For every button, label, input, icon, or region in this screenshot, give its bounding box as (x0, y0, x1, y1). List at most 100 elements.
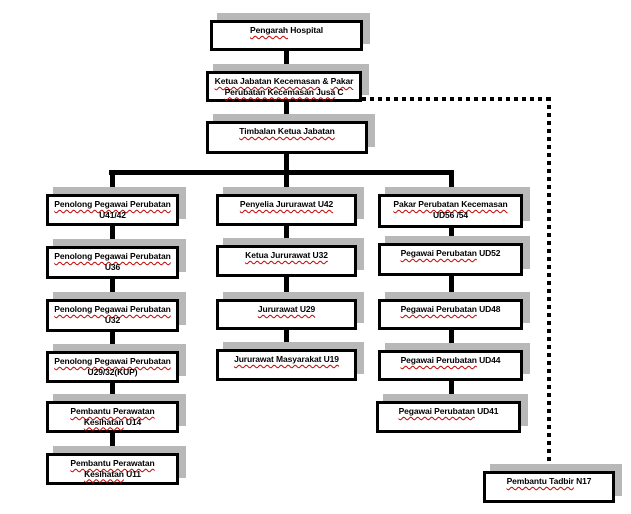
org-dotted-connector-line (547, 97, 551, 471)
org-node-pembantu-tadbir-n17: Pembantu Tadbir N17 (483, 471, 615, 503)
org-node-label-segment: Ketua Jururawat U32 (245, 250, 328, 260)
org-node-label-segment: Pengarah (250, 25, 288, 35)
org-node-label-segment: Jururawat U29 (257, 304, 316, 314)
org-node-pengarah-hospital: Pengarah Hospital (210, 20, 363, 51)
org-node-label-segment: Pembantu Perawatan (70, 406, 155, 416)
org-node-label-segment: Pembantu Tadbir (506, 476, 574, 486)
org-node-label-segment: U29/32(KUP) (87, 366, 138, 377)
org-connector-line (109, 432, 115, 454)
org-node-label-segment: Perubatan Kecemasan Jusa (224, 86, 336, 97)
org-node-label-line: Pegawai Perubatan UD48 (381, 304, 520, 315)
org-node-label-line: Kesihatan U11 (49, 469, 176, 480)
org-node-label-segment: Pegawai Perubatan (398, 406, 475, 416)
org-node-label-line: Penolong Pegawai Perubatan (49, 304, 176, 315)
org-connector-line (448, 380, 454, 402)
org-connector-line (283, 101, 289, 122)
org-connector-line (283, 51, 289, 72)
org-connector-line (109, 225, 115, 247)
org-node-label-segment: Penolong Pegawai Perubatan (54, 356, 171, 366)
org-node-label-line: Penyelia Jururawat U42 (219, 199, 354, 210)
org-connector-line (109, 170, 115, 195)
org-node-ketua-jururawat-u32: Ketua Jururawat U32 (216, 245, 357, 277)
org-connector-line (283, 153, 289, 171)
org-node-label-segment: Penolong Pegawai Perubatan (54, 251, 171, 261)
org-node-label-line: Pakar Perubatan Kecemasan (381, 199, 520, 210)
org-node-label-segment: Kesihatan (84, 468, 124, 479)
org-node-label-line: Ketua Jururawat U32 (219, 250, 354, 261)
org-connector-line (448, 330, 454, 351)
org-node-label-segment: Hospital (287, 25, 323, 35)
org-node-label-segment: N17 (573, 476, 592, 486)
org-node-label-segment: UD41 (474, 406, 499, 416)
org-connector-line (109, 382, 115, 402)
org-node-label-segment: U41/42 (99, 209, 126, 220)
org-node-label-line: Pembantu Tadbir N17 (486, 476, 612, 487)
org-node-label-line: U32 (49, 315, 176, 326)
org-node-label-segment: Pakar (330, 76, 354, 86)
org-connector-line (283, 225, 289, 246)
org-node-label-segment: C (335, 86, 344, 97)
org-node-label-segment: Pakar Perubatan Kecemasan (393, 199, 508, 209)
org-node-label-segment: U11 (123, 468, 141, 479)
org-node-label-segment: Penolong Pegawai Perubatan (54, 304, 171, 314)
org-node-label-line: U36 (49, 262, 176, 273)
org-connector-line (109, 278, 115, 300)
org-node-label-line: Pegawai Perubatan UD52 (381, 248, 520, 259)
org-node-label-segment: Jururawat Masyarakat U19 (234, 354, 339, 364)
org-node-label-segment: Penyelia Jururawat U42 (239, 199, 334, 209)
org-node-label-segment: UD48 (476, 304, 501, 314)
org-node-label-line: Pembantu Perawatan (49, 406, 176, 417)
org-node-label-line: Pengarah Hospital (213, 25, 360, 36)
org-node-label-segment: U36 (104, 261, 121, 272)
org-node-jururawat-masyarakat-u19: Jururawat Masyarakat U19 (216, 349, 357, 381)
org-connector-line (283, 276, 289, 300)
org-connector-line (283, 170, 289, 195)
org-node-pegawai-perubatan-ud48: Pegawai Perubatan UD48 (378, 299, 523, 330)
org-node-pegawai-perubatan-ud52: Pegawai Perubatan UD52 (378, 243, 523, 276)
org-node-label-line: Jururawat Masyarakat U19 (219, 354, 354, 365)
org-node-label-line: Pegawai Perubatan UD41 (379, 406, 518, 417)
org-connector-line (109, 331, 115, 352)
org-node-label-segment: Pembantu Perawatan (70, 458, 155, 468)
org-node-label-segment: Penolong Pegawai Perubatan (54, 199, 171, 209)
org-node-label-line: Timbalan Ketua Jabatan (209, 126, 365, 137)
org-connector-line (448, 170, 454, 195)
org-node-label-segment: & (320, 76, 331, 86)
org-node-label-line: Perubatan Kecemasan Jusa C (209, 87, 359, 98)
org-node-label-line: Pembantu Perawatan (49, 458, 176, 469)
org-node-label-line: Penolong Pegawai Perubatan (49, 251, 176, 262)
org-node-label-segment: Kesihatan (83, 416, 124, 427)
org-connector-line (448, 227, 454, 244)
org-node-label-segment: Timbalan Ketua Jabatan (239, 126, 335, 136)
org-connector-line (109, 169, 454, 175)
org-node-penyelia-jururawat-u42: Penyelia Jururawat U42 (216, 194, 357, 226)
org-node-label-segment: Pegawai Perubatan (400, 248, 477, 258)
org-node-timbalan-ketua-jabatan: Timbalan Ketua Jabatan (206, 121, 368, 154)
org-node-label-line: Ketua Jabatan Kecemasan & Pakar (209, 76, 359, 87)
org-node-label-line: U41/42 (49, 210, 176, 221)
org-node-label-line: Pegawai Perubatan UD44 (381, 355, 520, 366)
org-node-label-segment: Pegawai Perubatan (400, 304, 477, 314)
org-node-label-line: Penolong Pegawai Perubatan (49, 199, 176, 210)
org-connector-line (283, 329, 289, 350)
org-node-label-line: UD56 /54 (381, 210, 520, 221)
org-node-jururawat-u29: Jururawat U29 (216, 299, 357, 330)
org-node-label-line: U29/32(KUP) (49, 367, 176, 378)
org-node-label-segment: Ketua Jabatan Kecemasan (214, 76, 321, 86)
org-dotted-connector-line (362, 97, 551, 101)
org-node-label-segment: U32 (104, 314, 121, 325)
org-node-pegawai-perubatan-ud41: Pegawai Perubatan UD41 (376, 401, 521, 433)
org-node-label-segment: Pegawai Perubatan (400, 355, 477, 365)
org-node-label-segment: U14 (123, 416, 142, 427)
org-node-label-line: Kesihatan U14 (49, 417, 176, 428)
org-node-label-segment: UD52 (476, 248, 501, 258)
